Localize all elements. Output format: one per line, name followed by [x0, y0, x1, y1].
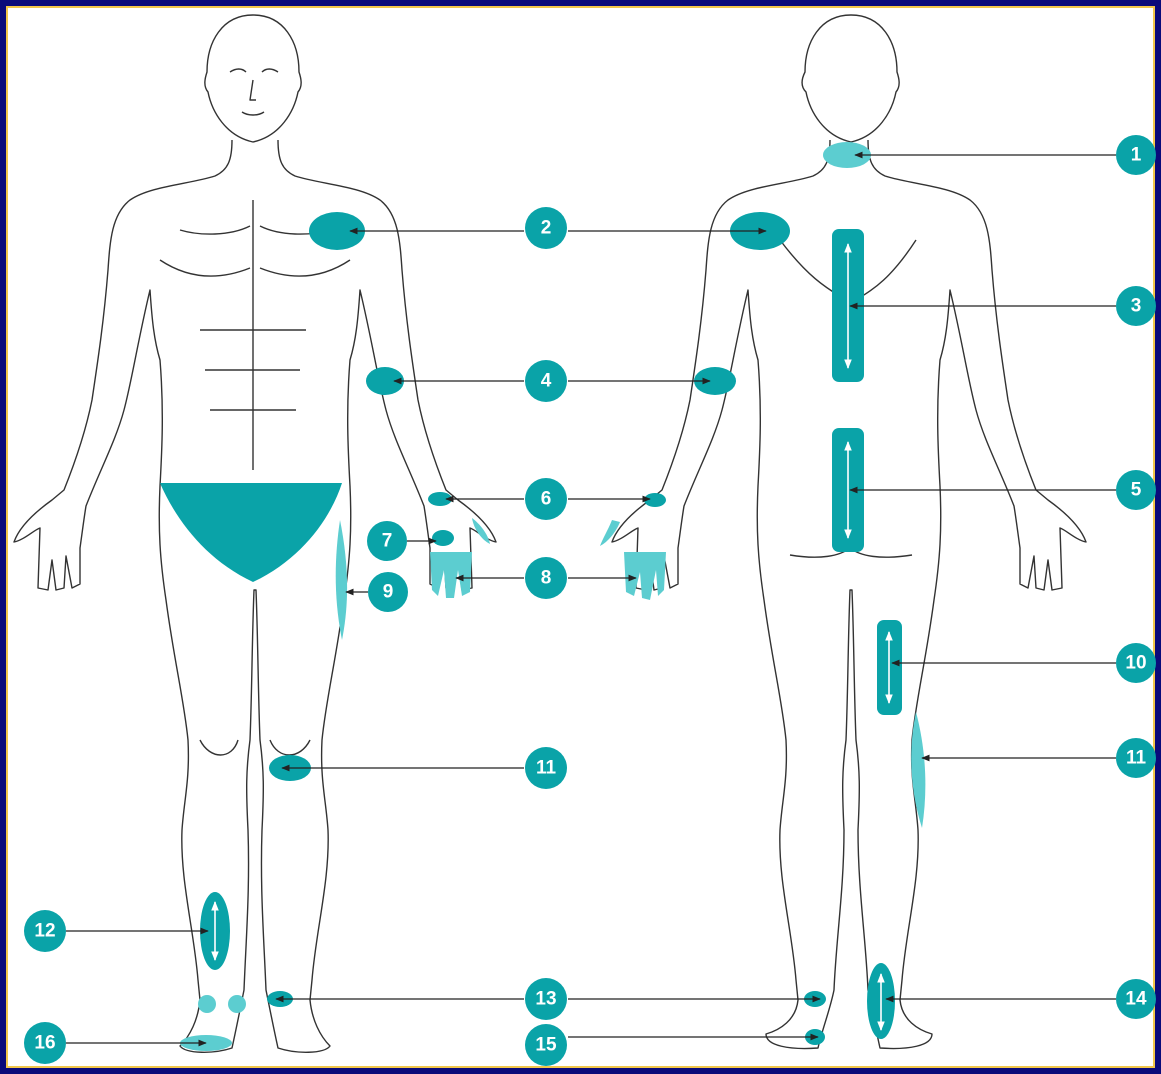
- zone-back-calf: [911, 712, 925, 828]
- front-head: [205, 15, 301, 142]
- svg-text:9: 9: [383, 582, 394, 603]
- svg-text:3: 3: [1131, 296, 1142, 317]
- marker-2: 2: [525, 207, 567, 249]
- svg-text:7: 7: [382, 531, 393, 552]
- svg-text:6: 6: [541, 489, 552, 510]
- marker-8: 8: [525, 557, 567, 599]
- zone-back-wrist: [644, 493, 666, 507]
- marker-7: 7: [367, 521, 407, 561]
- svg-text:1: 1: [1131, 145, 1142, 166]
- marker-3: 3: [1116, 286, 1156, 326]
- marker-4: 4: [525, 360, 567, 402]
- marker-6: 6: [525, 478, 567, 520]
- svg-text:5: 5: [1131, 480, 1142, 501]
- svg-text:14: 14: [1125, 989, 1147, 1010]
- svg-text:2: 2: [541, 218, 552, 239]
- zone-thigh-lateral: [336, 520, 347, 640]
- svg-text:15: 15: [535, 1035, 557, 1056]
- marker-9: 9: [368, 572, 408, 612]
- svg-text:16: 16: [34, 1033, 55, 1054]
- svg-text:10: 10: [1125, 653, 1146, 674]
- marker-16: 16: [24, 1022, 66, 1064]
- zone-front-fingers: [430, 552, 472, 598]
- marker-12: 12: [24, 910, 66, 952]
- front-knee-lines: [200, 740, 310, 755]
- marker-1: 1: [1116, 135, 1156, 175]
- zone-groin: [160, 483, 342, 582]
- marker-15: 15: [525, 1024, 567, 1066]
- marker-10: 10: [1116, 643, 1156, 683]
- zone-front-ankle-inner-b: [228, 995, 246, 1013]
- marker-11-front: 11: [525, 747, 567, 789]
- marker-5: 5: [1116, 470, 1156, 510]
- svg-text:11: 11: [1126, 748, 1147, 769]
- zone-front-ankle-inner-a: [198, 995, 216, 1013]
- front-zones: [160, 212, 490, 1051]
- svg-text:12: 12: [34, 921, 55, 942]
- zone-back-fingers: [624, 552, 666, 600]
- svg-text:8: 8: [541, 568, 552, 589]
- front-body-outline: [14, 140, 496, 1052]
- svg-text:4: 4: [541, 371, 552, 392]
- zone-front-palm: [432, 530, 454, 546]
- svg-text:11: 11: [536, 758, 557, 779]
- marker-14: 14: [1116, 979, 1156, 1019]
- back-head: [802, 15, 899, 142]
- front-face-lines: [230, 69, 278, 115]
- marker-13: 13: [525, 978, 567, 1020]
- svg-text:13: 13: [535, 989, 556, 1010]
- marker-11-back: 11: [1116, 738, 1156, 778]
